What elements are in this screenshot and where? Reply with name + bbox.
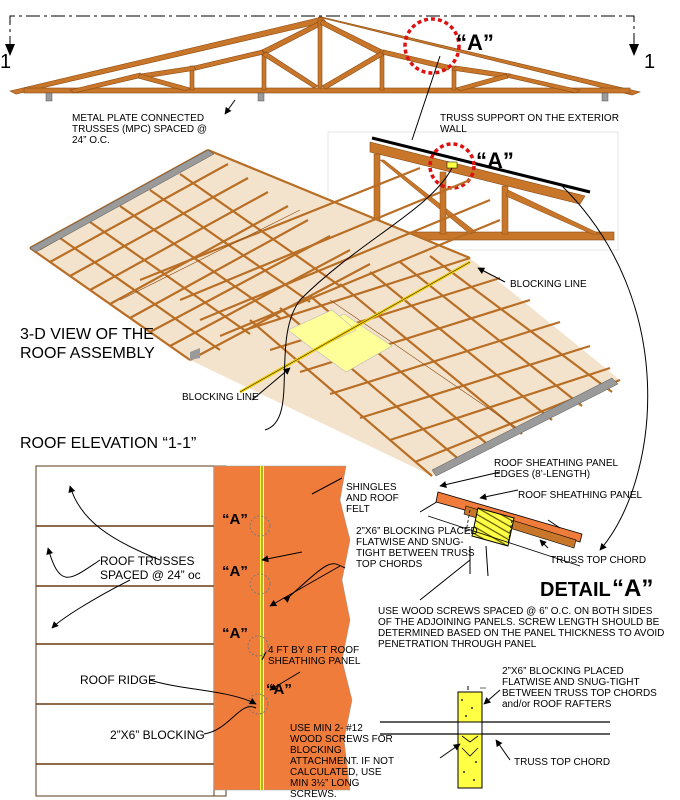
label-truss-top-chord: TRUSS TOP CHORD: [550, 555, 647, 566]
detail-a-drawing: [419, 471, 583, 601]
label-roof-elevation: ROOF ELEVATION “1-1”: [20, 435, 197, 452]
wall-bearing-mid: [257, 92, 265, 102]
blocking-section-detail: [380, 686, 610, 789]
roof-elevation-plan: [35, 465, 353, 797]
plan-sheathing: [213, 465, 353, 791]
label-wood-screws: USE WOOD SCREWS SPACED @ 6” O.C. ON BOTH…: [378, 606, 665, 650]
label-blocking-2x6: 2”X6” BLOCKING: [110, 728, 205, 742]
section-mark-right: 1: [644, 51, 655, 73]
truss-members: [9, 16, 642, 96]
label-panel-4x8: 4 FT BY 8 FT ROOF SHEATHING PANEL: [268, 645, 361, 667]
blocking-section: [457, 691, 483, 789]
plan-a-tag-3: “A”: [222, 625, 248, 642]
wall-top-right: [431, 377, 619, 477]
wall-bearing-right: [601, 92, 609, 102]
label-blocking-line-top: BLOCKING LINE: [510, 279, 587, 290]
callout-circle-a-top: [403, 17, 461, 75]
label-truss-top-chord-bottom: TRUSS TOP CHORD: [514, 757, 611, 768]
label-blocking-line-left: BLOCKING LINE: [182, 392, 259, 403]
plan-a-tag-1: “A”: [222, 511, 248, 528]
detail-a-title-word: DETAIL: [540, 579, 611, 601]
wall-top-left: [29, 149, 215, 253]
label-sheathing-panel: ROOF SHEATHING PANEL: [518, 490, 643, 501]
label-roof-ridge: ROOF RIDGE: [80, 673, 157, 687]
detail-a-tag-inset: “A”: [476, 148, 514, 173]
truss-elevation: [5, 15, 642, 115]
label-roof-trusses: ROOF TRUSSES SPACED @ 24” oc: [100, 554, 201, 582]
label-sheathing-edges: ROOF SHEATHING PANEL EDGES (8’-LENGTH): [494, 458, 618, 480]
section-mark-left: 1: [0, 51, 11, 73]
section-arrow-right: [629, 44, 639, 56]
plan-a-tag-4: “A”: [266, 681, 292, 698]
detail-a-title-tag: “A”: [612, 575, 653, 602]
label-blocking-rafters: 2”X6” BLOCKING PLACED FLATWISE AND SNUG-…: [502, 666, 657, 710]
label-mpc-trusses: METAL PLATE CONNECTED TRUSSES (MPC) SPAC…: [72, 113, 207, 146]
section-cut-line: [9, 15, 635, 50]
callout-circle-a-inset: [428, 142, 476, 190]
detail-a-tag-top: “A”: [456, 30, 494, 55]
wall-bearing-left: [45, 92, 53, 102]
roof-3d-view: [29, 148, 621, 477]
label-truss-support: TRUSS SUPPORT ON THE EXTERIOR WALL: [440, 113, 619, 135]
label-3d-view: 3-D VIEW OF THE ROOF ASSEMBLY: [20, 326, 155, 362]
label-shingles: SHINGLES AND ROOF FELT: [346, 482, 399, 515]
label-blocking-flatwise: 2”X6” BLOCKING PLACED FLATWISE AND SNUG-…: [356, 526, 478, 570]
section-arrow-left: [5, 44, 15, 56]
label-min-screws: USE MIN 2- #12 WOOD SCREWS FOR BLOCKING …: [290, 723, 394, 800]
detail-a-blocking: [471, 507, 515, 547]
plan-a-tag-2: “A”: [222, 563, 248, 580]
